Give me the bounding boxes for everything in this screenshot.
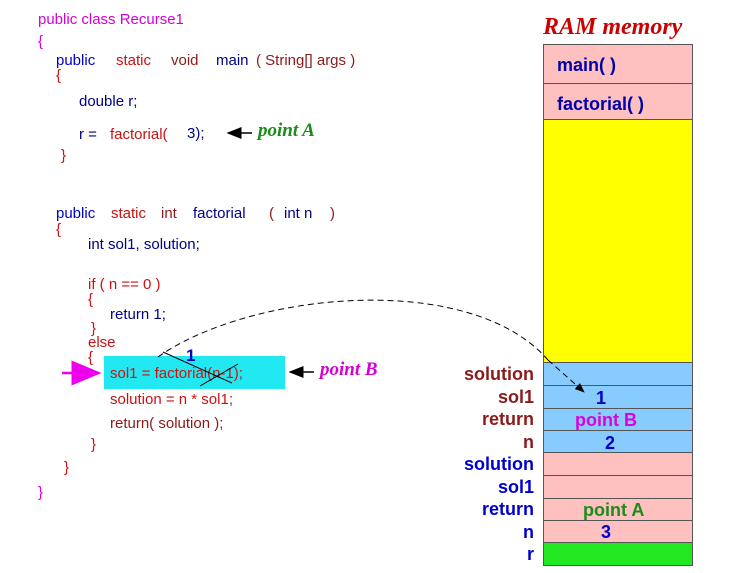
return-one: return 1; [110,306,166,323]
sol1-assignment: sol1 = factorial(n-1); [110,365,243,382]
replacement-value: 1 [186,346,196,365]
ram-slot-return-2: point B [543,408,693,431]
ram-slot-n-2: 2 [543,430,693,453]
main-open-brace: { [56,67,62,84]
else-open-brace: { [88,349,94,366]
ram-slot-sol1-2-value: 1 [596,388,607,408]
ram-slot-sol1-2: 1 [543,385,693,409]
fact-int-keyword: int [161,205,177,222]
ram-frame-factorial: factorial( ) [543,83,693,120]
ram-slot-solution-2 [543,362,693,386]
fact-method-name: factorial [193,205,246,222]
ram-slot-r [543,542,693,566]
return-value-curve [157,299,549,361]
slot-label-r: r [526,544,534,564]
fact-paren-close: ) [330,205,335,222]
factorial-call: factorial( [110,126,168,143]
ram-slot-return-2-value: point B [575,410,637,430]
main-close-brace: } [61,147,67,164]
int-declaration: int sol1, solution; [88,236,200,253]
ram-title: RAM memory [543,14,683,40]
slot-label-solution-2: solution [464,364,534,384]
if-close-brace: } [91,320,97,337]
ram-slot-return-3-value: point A [583,500,645,520]
ram-slot-solution-3 [543,452,693,476]
main-void-keyword: void [171,52,199,69]
fact-open-brace: { [56,221,62,238]
factorial-argument: 3); [187,125,205,142]
slot-label-n-3: n [523,522,534,542]
double-r-declaration: double r; [79,93,138,110]
ram-slot-return-3: point A [543,498,693,521]
ram-slot-n-3-value: 3 [601,522,612,542]
class-declaration: public class Recurse1 [38,11,184,28]
else-close-brace: } [91,436,97,453]
ram-frame-main: main( ) [543,44,693,84]
main-public-keyword: public [56,52,96,69]
fact-param: int n [284,205,313,222]
slot-label-solution-3: solution [464,454,534,474]
ram-slot-n-3: 3 [543,520,693,543]
fact-static-keyword: static [111,205,147,222]
slot-label-sol1-2: sol1 [497,387,534,407]
point-b-label: point B [320,359,378,380]
slot-label-return-2: return [481,409,534,429]
if-condition: if ( n == 0 ) [88,276,161,293]
slot-label-return-3: return [481,499,534,519]
ram-slot-n-2-value: 2 [605,433,616,453]
main-method-name: main [216,52,249,69]
ram-free-space [543,119,693,363]
ram-frame-factorial-label: factorial( ) [557,94,645,114]
slot-label-sol1-3: sol1 [497,477,534,497]
return-solution: return( solution ); [110,415,224,432]
class-close-brace: } [38,484,44,501]
if-open-brace: { [88,291,94,308]
assign-r: r = [79,126,97,143]
solution-assignment: solution = n * sol1; [110,391,233,408]
else-keyword: else [88,334,116,351]
ram-slot-sol1-3 [543,475,693,499]
slot-label-n-2: n [523,432,534,452]
fact-close-brace: } [64,459,70,476]
main-params: ( String[] args ) [256,52,356,69]
main-static-keyword: static [116,52,152,69]
point-a-label: point A [258,120,315,141]
ram-frame-main-label: main( ) [557,55,617,75]
fact-paren-open: ( [269,205,274,222]
class-open-brace: { [38,33,44,50]
fact-public-keyword: public [56,205,96,222]
